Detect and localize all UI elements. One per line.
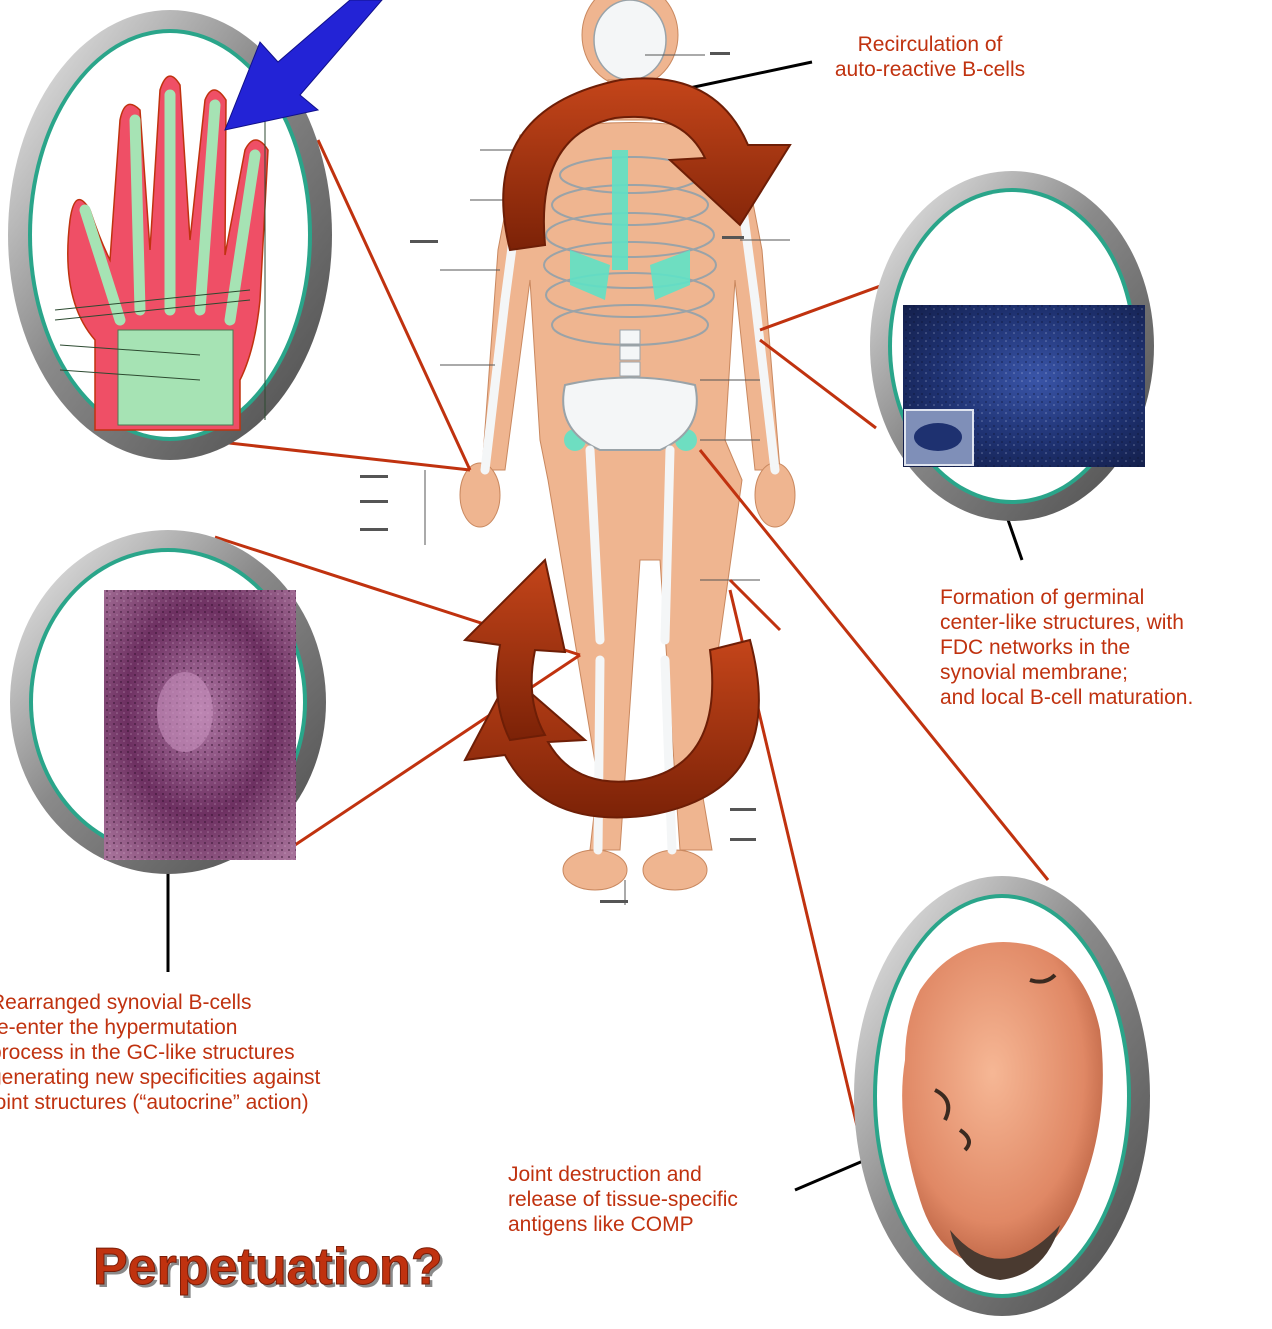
- joint-tissue-ring: [854, 876, 1150, 1316]
- germinal-center-label: Formation of germinal center-like struct…: [940, 585, 1193, 710]
- joint-destruction-label: Joint destruction and release of tissue-…: [508, 1162, 738, 1237]
- hand-anatomy-ring: [8, 0, 382, 460]
- synovial-bcells-label: Rearranged synovial B-cells re-enter the…: [0, 990, 320, 1115]
- page-title: Perpetuation?: [93, 1237, 443, 1297]
- recirculation-label: Recirculation of auto-reactive B-cells: [760, 32, 1100, 82]
- germinal-center-ring: [870, 171, 1154, 521]
- synovial-tissue-ring: [10, 530, 326, 874]
